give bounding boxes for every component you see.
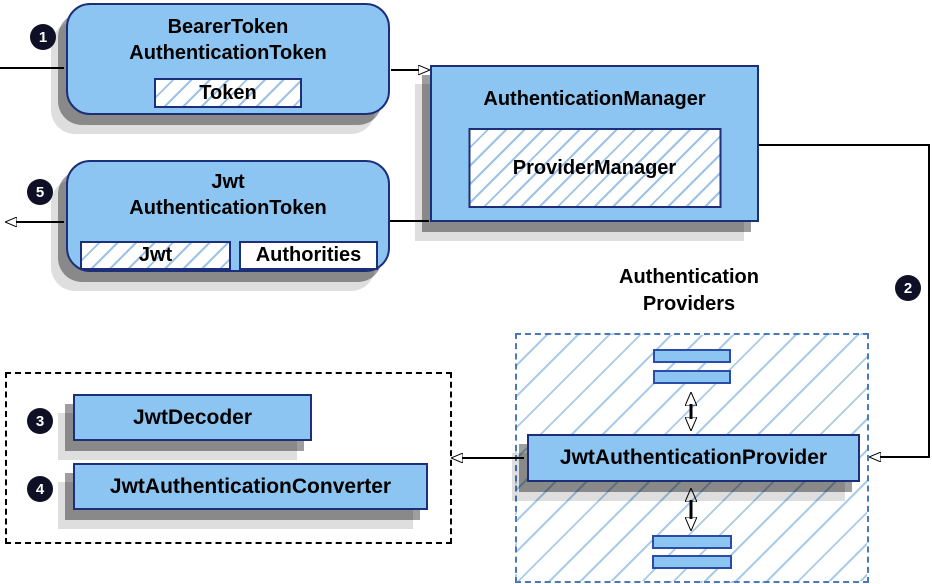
provider-placeholder-bar-top-1: [653, 349, 731, 363]
provider-placeholder-bar-top-2: [653, 370, 731, 384]
jwt-token-node-title: Jwt AuthenticationToken: [68, 169, 388, 221]
bearer-token-node-title: BearerToken AuthenticationToken: [68, 14, 388, 66]
provider-placeholder-bar-bottom-1: [652, 535, 732, 549]
step-1-badge: 1: [30, 24, 56, 50]
step-5-badge: 5: [27, 179, 53, 205]
jwt-token-title-line1: Jwt: [211, 171, 245, 193]
step-2-badge: 2: [895, 275, 921, 301]
authentication-manager-title: AuthenticationManager: [483, 88, 706, 110]
jwt-token-title-line2: AuthenticationToken: [129, 197, 327, 219]
jwt-authentication-token-node: Jwt AuthenticationToken Jwt Authorities: [66, 160, 390, 272]
jwt-chip: Jwt: [80, 241, 231, 270]
jwt-authentication-provider-node: JwtAuthenticationProvider: [527, 434, 860, 482]
bearer-token-title-line2: AuthenticationToken: [129, 42, 327, 64]
jwt-decoder-node: JwtDecoder: [73, 394, 312, 441]
authentication-providers-label: Authentication Providers: [539, 264, 839, 318]
provider-manager-chip: ProviderManager: [468, 128, 721, 208]
provider-placeholder-bar-bottom-2: [652, 555, 732, 569]
bearer-token-authentication-token-node: BearerToken AuthenticationToken Token: [66, 3, 390, 115]
step-3-badge: 3: [27, 408, 53, 434]
step-4-badge: 4: [27, 476, 53, 502]
token-chip: Token: [154, 78, 302, 108]
authentication-providers-label-line2: Providers: [642, 293, 736, 315]
authentication-manager-node: AuthenticationManager ProviderManager: [430, 65, 759, 222]
authentication-providers-label-line1: Authentication: [619, 266, 759, 288]
jwt-authentication-converter-node: JwtAuthenticationConverter: [73, 463, 428, 510]
bearer-token-title-line1: BearerToken: [167, 16, 289, 38]
authorities-chip: Authorities: [239, 241, 378, 270]
